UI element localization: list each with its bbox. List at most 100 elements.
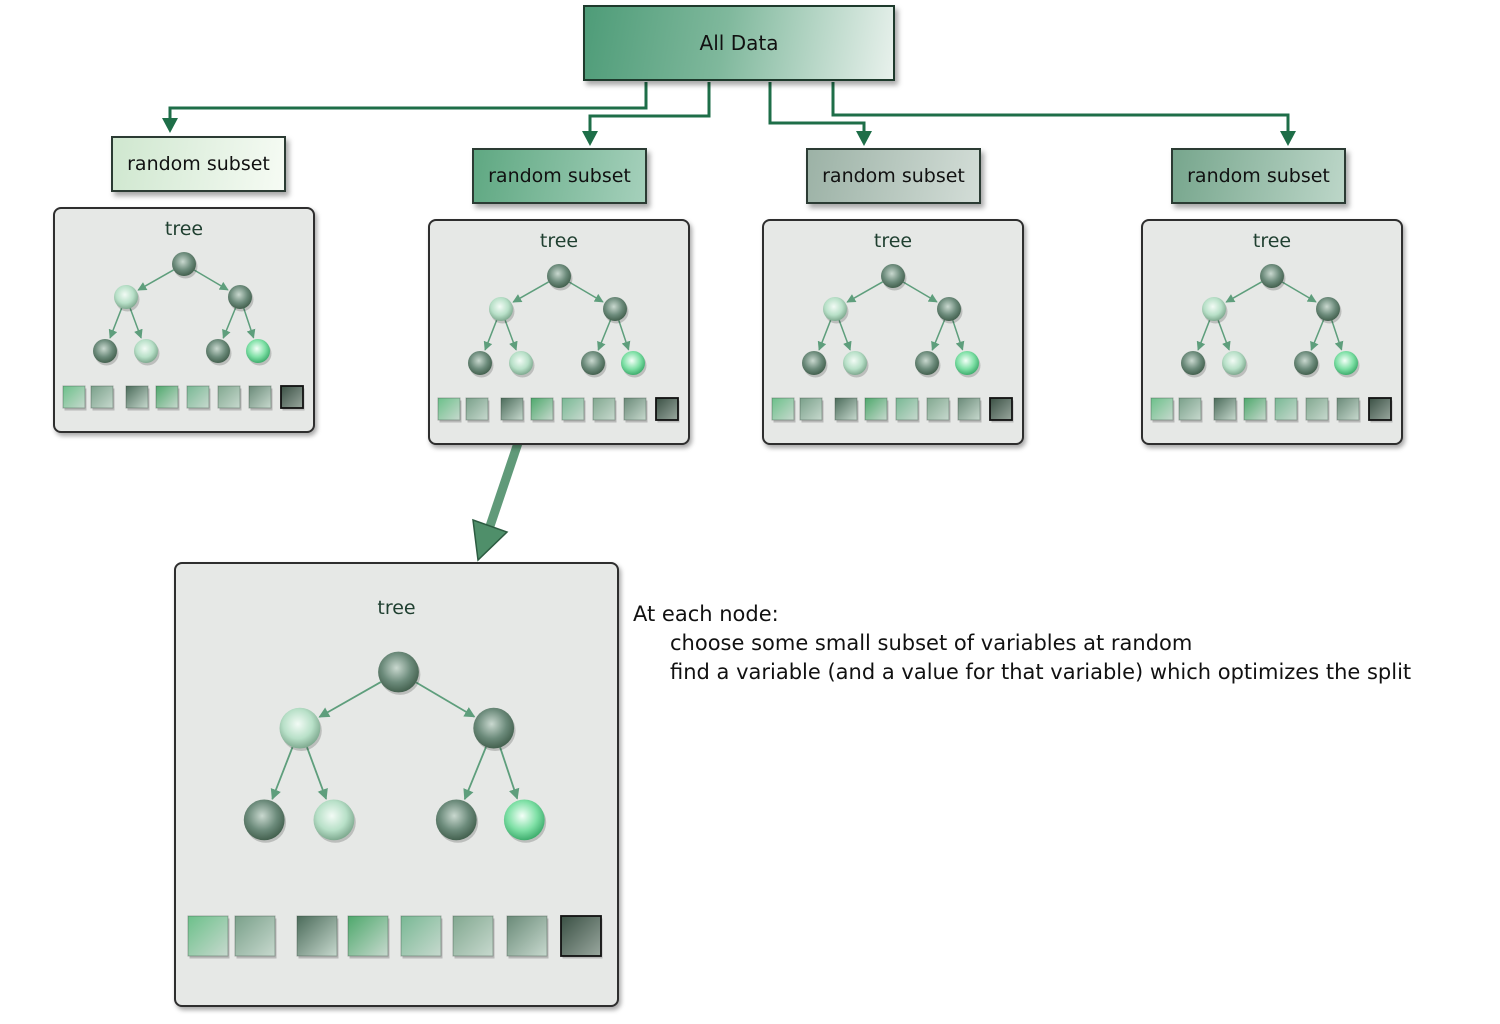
tree-edge [306,746,328,800]
tree-graphic [1150,264,1393,423]
variable-square [400,915,442,957]
variable-square [561,397,585,421]
tree-node [547,264,571,288]
tree-edge [838,319,852,351]
tree-node [468,351,492,375]
random-subset-box: random subset [111,136,286,192]
tree-node [503,799,545,841]
variable-square [155,385,179,409]
tree-node [1202,297,1226,321]
variable-square [234,915,276,957]
variable-square [834,397,858,421]
tree-edge [597,319,612,351]
variable-square [864,397,888,421]
tree-edge [902,281,938,303]
tree-edge [318,681,382,718]
tree-node [313,799,355,841]
zoom-arrow [483,441,523,534]
tree-node [955,351,979,375]
connector-arrowhead [162,118,178,133]
random-subset-box: random subset [1171,148,1346,204]
tree-panel: tree [1141,219,1403,445]
tree-edge [1196,319,1211,351]
variable-square [895,397,919,421]
variable-square [799,397,823,421]
tree-graphic [437,264,680,423]
tree-edge [568,281,604,303]
variable-square [187,915,229,957]
tree-edge [846,281,883,303]
variable-square [1336,397,1360,421]
tree-title: tree [539,230,579,252]
tree-node [489,297,513,321]
variable-square [560,915,602,957]
tree-node [1294,351,1318,375]
tree-edge [952,320,965,351]
tree-edge [137,269,174,291]
tree-edge [817,319,832,351]
tree-edge [1225,281,1262,303]
all-data-box: All Data [583,5,895,81]
tree-node [172,252,196,276]
tree-node [228,285,252,309]
note-line: choose some small subset of variables at… [670,631,1193,655]
tree-node [378,651,419,693]
connector-arrowhead [856,131,872,146]
variable-square [500,397,524,421]
tree-node [279,707,321,749]
random-subset-label: random subset [488,165,631,187]
tree-node [802,351,826,375]
variable-square [771,397,795,421]
tree-node [1334,351,1358,375]
tree-node [1260,264,1284,288]
tree-node [206,339,230,363]
tree-title: tree [1252,230,1292,252]
tree-edge [1310,319,1325,351]
connector-arrow [768,82,866,138]
tree-title: tree [164,218,204,240]
variable-square [90,385,114,409]
variable-square [926,397,950,421]
variable-square [1178,397,1202,421]
tree-node [823,297,847,321]
zoomed-tree-graphic [187,651,603,959]
tree-panel: tree [53,207,315,433]
variable-square [989,397,1013,421]
variable-square [347,915,389,957]
variable-square [530,397,554,421]
tree-node [93,339,117,363]
variable-square [1368,397,1392,421]
tree-edge [512,281,549,303]
variable-square [465,397,489,421]
tree-edge [499,747,520,800]
tree-graphic [62,252,305,411]
random-subset-label: random subset [127,153,270,175]
variable-square [957,397,981,421]
tree-node [509,351,533,375]
zoomed-tree-panel: tree [174,562,619,1007]
zoom-arrowhead [472,518,509,562]
tree-edge [415,681,476,718]
tree-node [1181,351,1205,375]
variable-square [592,397,616,421]
connector-arrow [168,82,648,126]
tree-node [937,297,961,321]
tree-node [881,264,905,288]
tree-panel: tree [762,219,1024,445]
random-subset-box: random subset [806,148,981,204]
variable-square [1243,397,1267,421]
tree-node [621,351,645,375]
tree-edge [1281,281,1317,303]
variable-square [217,385,241,409]
random-subset-label: random subset [822,165,965,187]
connector-arrowhead [582,131,598,146]
variable-square [1305,397,1329,421]
variable-square [1274,397,1298,421]
random-subset-label: random subset [1187,165,1330,187]
tree-node [915,351,939,375]
connector-arrow [588,82,711,138]
variable-square [1150,397,1174,421]
tree-node [114,285,138,309]
variable-square [1213,397,1237,421]
